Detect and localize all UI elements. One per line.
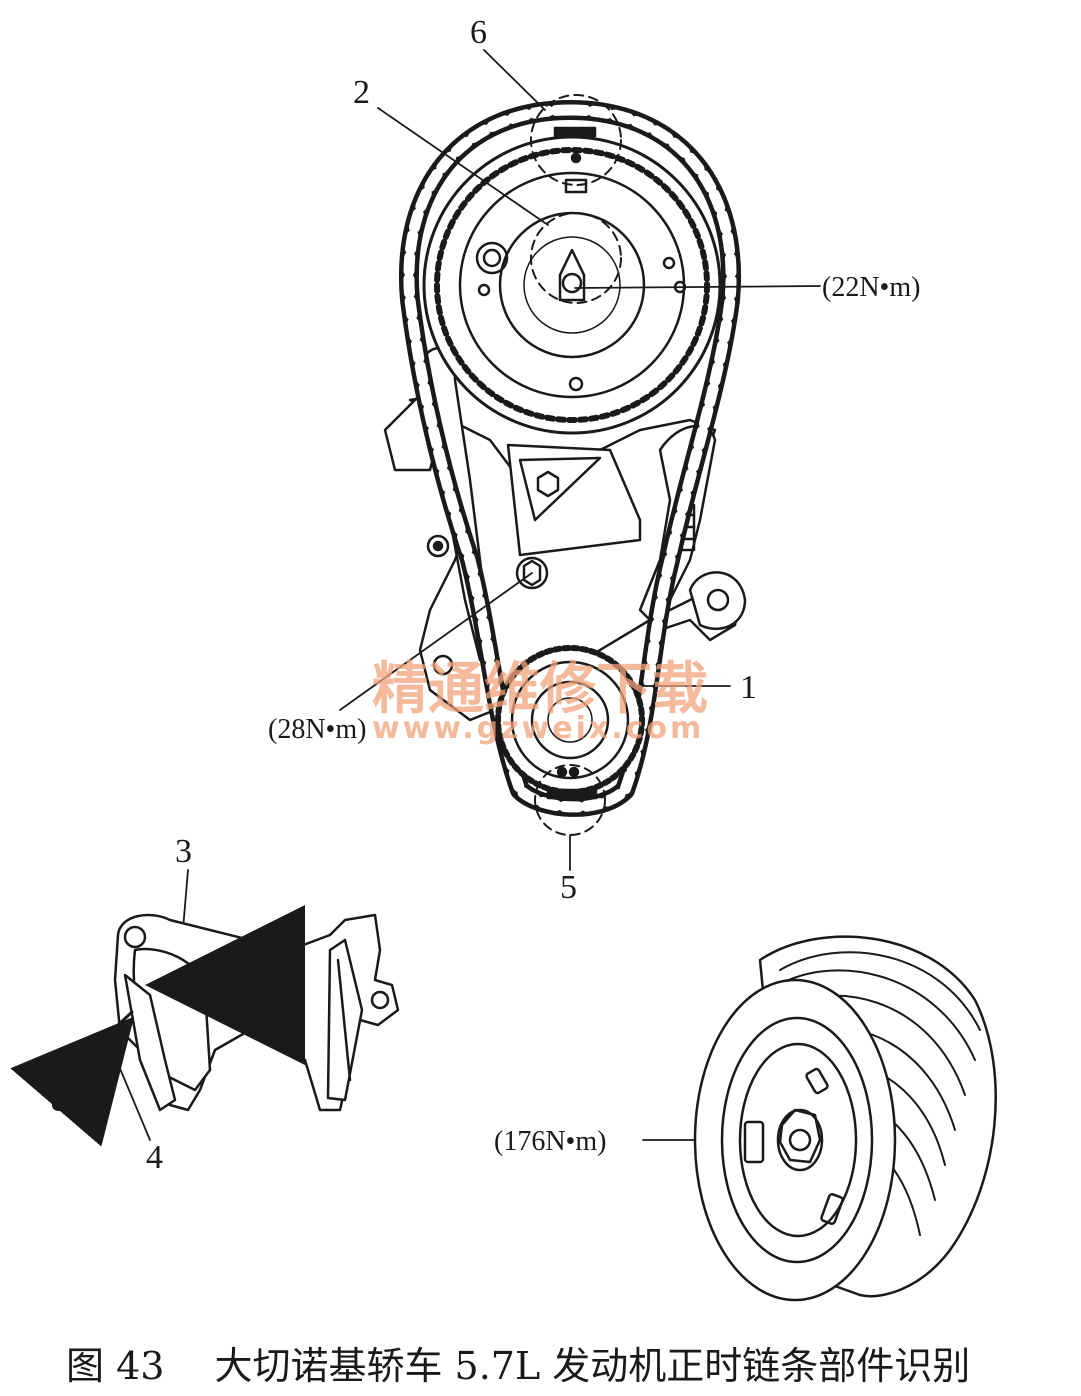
callout-6: 6 [470,14,487,51]
chain-tensioner [99,913,400,1112]
callout-1: 1 [740,669,757,706]
callout-5: 5 [560,869,577,906]
watermark-text: 精通维修下载 [372,657,708,722]
callout-3: 3 [175,833,192,870]
camshaft-sprocket [422,126,722,435]
timing-chain [398,100,742,817]
torque-cam-bolt: (22N•m) [822,272,920,303]
figure-title: 大切诺基轿车 5.7L 发动机正时链条部件识别 [214,1343,971,1388]
detail-circle-2 [530,212,622,304]
callout-2: 2 [353,74,370,111]
crankshaft-damper [693,935,997,1302]
figure-caption: 图 43 大切诺基轿车 5.7L 发动机正时链条部件识别 [66,1332,1056,1392]
figure-number: 图 43 [66,1343,165,1388]
watermark-url: www.gzweix.com [372,711,704,746]
tensioner-arrow-pin [10,1016,135,1147]
leader-lines [107,49,821,1141]
crankshaft-sprocket [495,645,645,800]
detail-circle-6 [530,94,622,186]
torque-damper-bolt: (176N•m) [494,1126,606,1157]
torque-guide-bolt: (28N•m) [268,714,366,745]
callout-4: 4 [146,1139,163,1176]
